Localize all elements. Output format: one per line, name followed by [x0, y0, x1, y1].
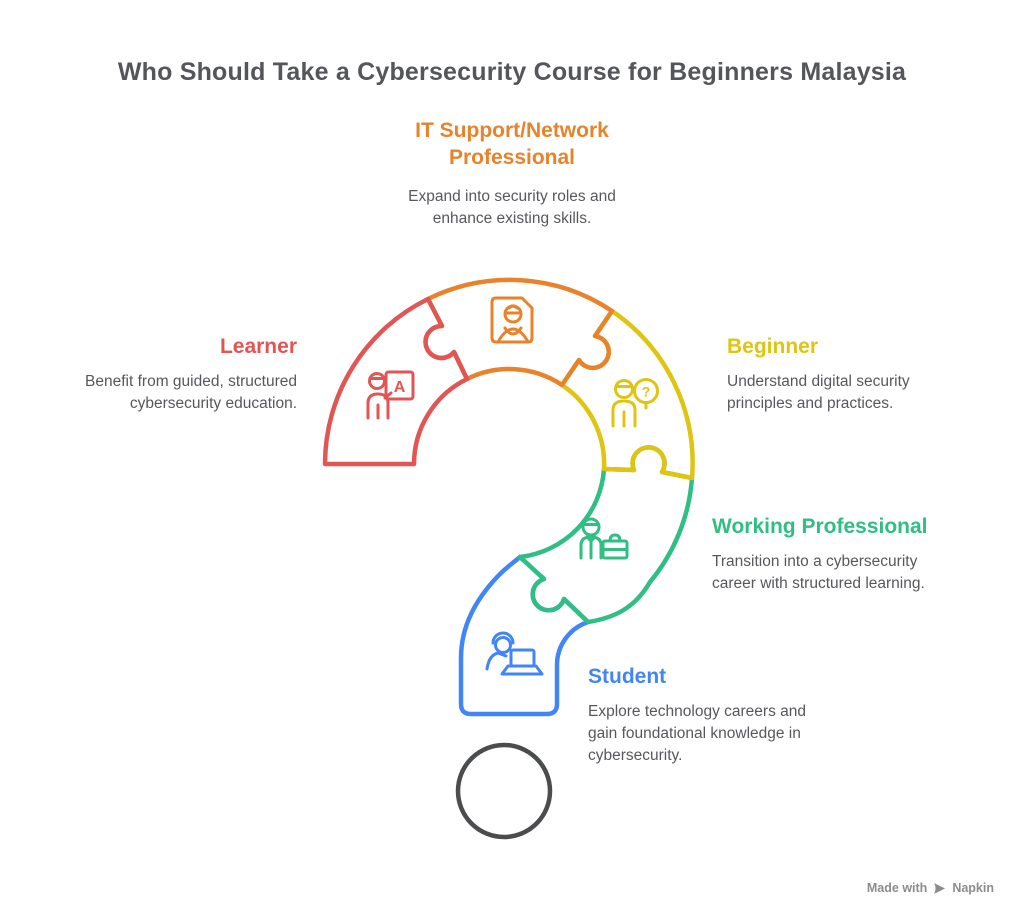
person-question-icon: ?	[611, 378, 659, 428]
question-glyph: ?	[642, 384, 651, 400]
section-student: Student Explore technology careers and g…	[588, 663, 848, 767]
napkin-watermark: Made with Napkin	[867, 881, 994, 895]
board-letter: A	[394, 379, 406, 396]
student-heading: Student	[588, 665, 667, 688]
student-description: Explore technology careers and gain foun…	[588, 703, 806, 764]
person-briefcase-icon	[579, 517, 629, 560]
beginner-heading: Beginner	[727, 335, 819, 358]
section-working-professional: Working Professional Transition into a c…	[712, 513, 977, 595]
person-laptop-icon	[485, 631, 544, 676]
it-support-description: Expand into security roles and enhance e…	[408, 188, 616, 227]
napkin-logo-icon	[934, 882, 946, 894]
it-support-heading: IT Support/Network Professional	[415, 119, 609, 169]
learner-description: Benefit from guided, structured cybersec…	[85, 373, 297, 412]
learner-heading: Learner	[219, 335, 297, 358]
puzzle-piece-learner	[322, 296, 470, 467]
section-it-support: IT Support/Network Professional Expand i…	[362, 117, 662, 230]
page-title: Who Should Take a Cybersecurity Course f…	[117, 58, 907, 86]
support-badge-icon	[490, 296, 534, 344]
section-beginner: Beginner Understand digital security pri…	[727, 333, 977, 415]
watermark-prefix: Made with	[866, 881, 928, 895]
teacher-board-icon: A	[366, 370, 415, 420]
puzzle-piece-beginner	[559, 308, 695, 481]
watermark-brand: Napkin	[952, 881, 994, 895]
working-professional-description: Transition into a cybersecurity career w…	[712, 553, 925, 592]
puzzle-piece-student	[458, 554, 591, 717]
working-professional-heading: Working Professional	[712, 515, 928, 538]
question-dot	[455, 742, 553, 840]
beginner-description: Understand digital security principles a…	[727, 373, 910, 412]
section-learner: Learner Benefit from guided, structured …	[0, 333, 297, 415]
